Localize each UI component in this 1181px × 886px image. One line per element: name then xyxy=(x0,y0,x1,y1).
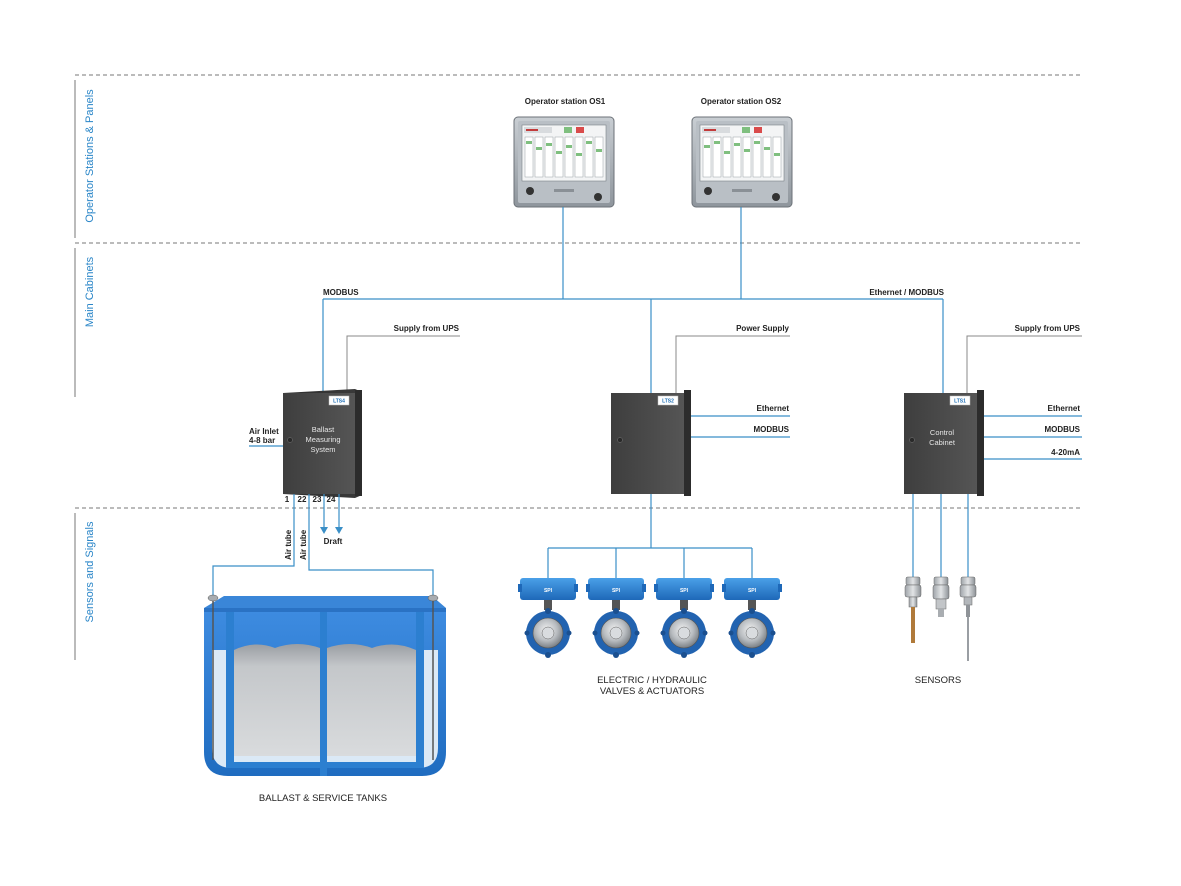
sensor-lines xyxy=(912,494,969,578)
station-os1-label: Operator station OS1 xyxy=(525,97,606,106)
section-label-sensors: Sensors and Signals xyxy=(84,521,96,622)
port-24: 24 xyxy=(327,495,336,504)
port-22: 22 xyxy=(298,495,307,504)
operator-station-os2[interactable] xyxy=(691,116,793,208)
air-tube-lines xyxy=(212,494,434,598)
right-supply-label: Supply from UPS xyxy=(1015,324,1081,333)
lts1-tag: LTS1 xyxy=(954,399,966,405)
bus-modbus-label: MODBUS xyxy=(323,288,359,297)
air-tube-label-1: Air tube xyxy=(284,529,293,560)
lts4-line3: System xyxy=(310,445,335,454)
valve-4[interactable]: SPI xyxy=(722,578,782,658)
mid-ethernet-label: Ethernet xyxy=(757,404,790,413)
draft-arrow-2 xyxy=(335,527,343,534)
cabinet-lts2[interactable]: LTS2 xyxy=(611,390,691,496)
right-analog-label: 4-20mA xyxy=(1051,448,1080,457)
lts4-tag: LTS4 xyxy=(333,399,345,405)
valves-caption-line2: VALVES & ACTUATORS xyxy=(600,686,704,697)
sensor-3[interactable] xyxy=(959,576,977,661)
mid-supply-label: Power Supply xyxy=(736,324,789,333)
air-tube-label-2: Air tube xyxy=(299,529,308,560)
left-supply-label: Supply from UPS xyxy=(394,324,460,333)
operator-station-os1[interactable] xyxy=(513,116,615,208)
valve-4-marking: SPI xyxy=(748,588,757,594)
valve-2-marking: SPI xyxy=(612,588,621,594)
mid-signal-lines xyxy=(691,415,790,438)
sensor-2[interactable] xyxy=(932,576,950,617)
mid-modbus-label: MODBUS xyxy=(753,425,789,434)
draft-label: Draft xyxy=(324,537,343,546)
right-signal-lines xyxy=(984,415,1082,460)
section-label-cabinets: Main Cabinets xyxy=(84,256,96,327)
right-modbus-label: MODBUS xyxy=(1044,425,1080,434)
section-label-operator: Operator Stations & Panels xyxy=(84,89,96,223)
right-ethernet-label: Ethernet xyxy=(1048,404,1081,413)
port-23: 23 xyxy=(313,495,322,504)
cabinet-lts1[interactable]: LTS1 Control Cabinet xyxy=(904,390,984,496)
supply-lines xyxy=(346,335,1082,393)
valve-3-marking: SPI xyxy=(680,588,689,594)
air-pressure-label: 4-8 bar xyxy=(249,436,275,445)
draft-arrow-1 xyxy=(320,527,328,534)
tanks-caption: BALLAST & SERVICE TANKS xyxy=(259,793,387,804)
valves-caption-line1: ELECTRIC / HYDRAULIC xyxy=(597,675,707,686)
valve-1[interactable]: SPI xyxy=(518,578,578,658)
valve-2[interactable]: SPI xyxy=(586,578,646,658)
cabinet-lts4[interactable]: LTS4 Ballast Measuring System xyxy=(283,389,362,498)
lts4-line1: Ballast xyxy=(312,425,335,434)
lts1-line1: Control xyxy=(930,428,955,437)
lts1-line2: Cabinet xyxy=(929,438,956,447)
valve-3[interactable]: SPI xyxy=(654,578,714,658)
station-os2-label: Operator station OS2 xyxy=(701,97,782,106)
valve-bus-lines xyxy=(547,494,753,578)
port-1: 1 xyxy=(285,495,290,504)
ballast-tank[interactable] xyxy=(204,594,446,776)
air-inlet-label: Air Inlet xyxy=(249,427,279,436)
lts2-tag: LTS2 xyxy=(662,399,674,405)
lts4-line2: Measuring xyxy=(305,435,340,444)
sensors-caption: SENSORS xyxy=(915,675,961,686)
bus-ethernet-modbus-label: Ethernet / MODBUS xyxy=(869,288,944,297)
sensor-1[interactable] xyxy=(904,576,922,643)
network-bus xyxy=(322,207,944,393)
valve-1-marking: SPI xyxy=(544,588,553,594)
